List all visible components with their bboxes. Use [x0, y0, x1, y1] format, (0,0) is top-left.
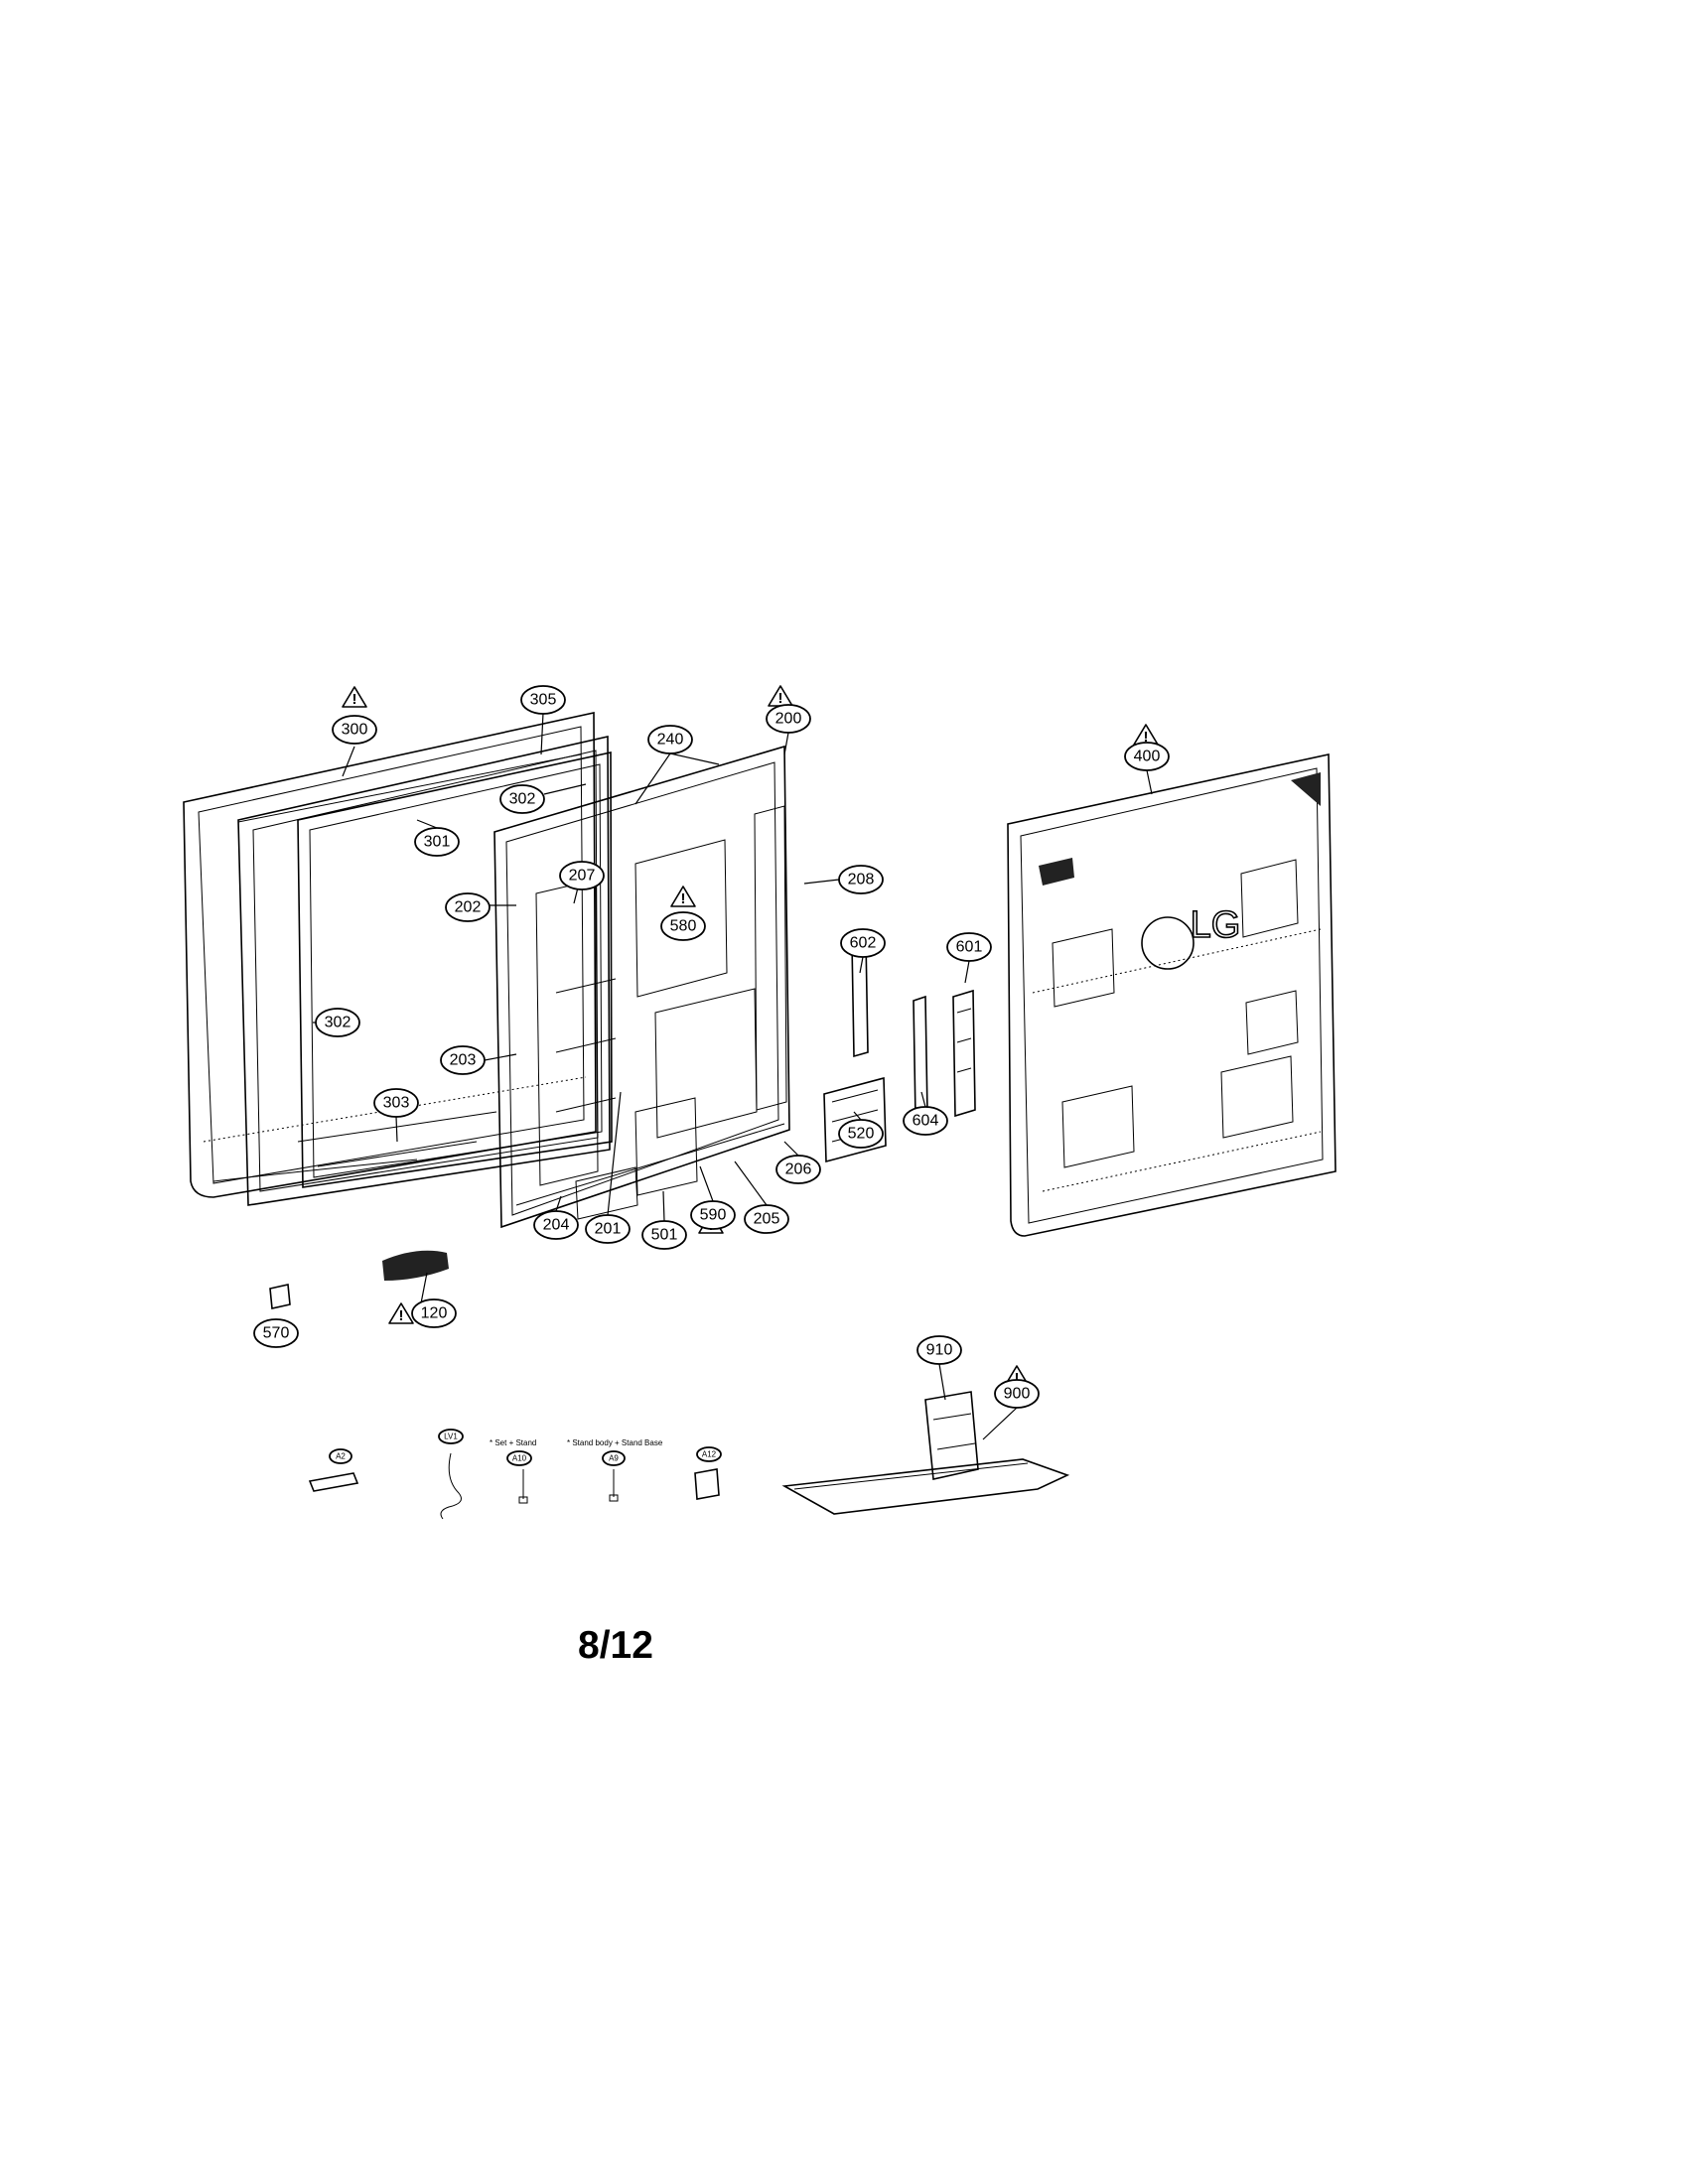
callout-label: 305 [520, 685, 566, 715]
callout-label: 205 [744, 1204, 789, 1234]
lg-logo: LG [1141, 903, 1241, 970]
callout-label: 602 [840, 928, 886, 958]
svg-text:!: ! [1144, 729, 1149, 746]
note-set-stand: * Set + Stand [490, 1438, 536, 1447]
stand-drawing [781, 1391, 1070, 1515]
svg-text:A10: A10 [512, 1454, 527, 1463]
svg-text:!: ! [681, 890, 686, 907]
svg-text:200: 200 [775, 711, 802, 728]
svg-text:206: 206 [785, 1161, 812, 1178]
svg-text:303: 303 [383, 1095, 410, 1112]
callout-label: 580 [660, 911, 706, 941]
callout-label: 302 [315, 1008, 360, 1037]
callout-label: 301 [414, 827, 460, 857]
callout-label: 520 [838, 1119, 884, 1149]
svg-text:300: 300 [342, 722, 368, 739]
callout-label: 604 [903, 1106, 948, 1136]
callout-label: 302 [499, 784, 545, 814]
svg-text:120: 120 [421, 1305, 448, 1322]
warning-icon: ! [342, 686, 367, 708]
callout-label: 601 [946, 932, 992, 962]
note-stand-body: * Stand body + Stand Base [567, 1438, 663, 1447]
callout-label: A9 [602, 1450, 626, 1466]
callout-label: 590 [690, 1200, 736, 1230]
callout-label: 201 [585, 1214, 631, 1244]
panel-frame-drawing [237, 736, 613, 1206]
svg-text:!: ! [352, 691, 357, 708]
callout-label: 501 [641, 1220, 687, 1250]
page-number: 8/12 [578, 1624, 653, 1667]
svg-text:501: 501 [651, 1227, 678, 1244]
callout-label: 203 [440, 1045, 486, 1075]
svg-text:900: 900 [1004, 1386, 1031, 1403]
chassis-drawing [493, 745, 790, 1229]
callout-label: 300 [332, 715, 377, 745]
callout-label: 570 [253, 1318, 299, 1348]
svg-text:203: 203 [450, 1052, 477, 1069]
callout-label: 910 [916, 1335, 962, 1365]
svg-text:A2: A2 [336, 1452, 346, 1461]
svg-text:580: 580 [670, 918, 697, 935]
callout-label: 204 [533, 1210, 579, 1240]
svg-text:601: 601 [956, 939, 983, 956]
svg-text:208: 208 [848, 872, 875, 888]
svg-text:400: 400 [1134, 749, 1161, 765]
callout-label: 202 [445, 892, 491, 922]
svg-text:LV1: LV1 [444, 1433, 458, 1441]
svg-text:!: ! [778, 690, 783, 707]
small-parts-drawing [269, 1250, 449, 1309]
callout-label: 200 [766, 704, 811, 734]
callout-label: 303 [373, 1088, 419, 1118]
accessories-drawing [308, 1452, 720, 1520]
svg-text:570: 570 [263, 1325, 290, 1342]
callout-label: 207 [559, 861, 605, 890]
svg-text:240: 240 [657, 732, 684, 749]
svg-text:207: 207 [569, 868, 596, 885]
callout-label: 206 [775, 1155, 821, 1184]
svg-text:520: 520 [848, 1126, 875, 1143]
callout-label: 900 [994, 1379, 1040, 1409]
warning-icon: ! [670, 886, 696, 907]
callout-label: 400 [1124, 742, 1170, 771]
svg-text:A9: A9 [609, 1454, 619, 1463]
callout-label: A10 [506, 1450, 532, 1466]
svg-text:205: 205 [754, 1211, 780, 1228]
svg-text:305: 305 [530, 692, 557, 709]
back-cover-drawing: LG [1007, 753, 1336, 1237]
svg-text:301: 301 [424, 834, 451, 851]
callout-label: A2 [329, 1448, 352, 1464]
callout-label: LV1 [438, 1429, 464, 1444]
warning-icon: ! [388, 1302, 414, 1324]
svg-text:201: 201 [595, 1221, 622, 1238]
svg-text:!: ! [1015, 1370, 1020, 1387]
callout-label: A12 [696, 1446, 722, 1462]
warning-icon: ! [768, 685, 793, 707]
callout-label: 240 [647, 725, 693, 754]
svg-text:302: 302 [325, 1015, 352, 1031]
svg-text:A12: A12 [702, 1450, 717, 1459]
svg-text:204: 204 [543, 1217, 570, 1234]
svg-text:590: 590 [700, 1207, 727, 1224]
svg-text:604: 604 [913, 1113, 939, 1130]
pcb-boards-drawing [823, 937, 976, 1163]
svg-text:202: 202 [455, 899, 482, 916]
callout-label: 208 [838, 865, 884, 894]
front-cabinet-drawing [183, 712, 597, 1198]
callout-label: 120 [411, 1298, 457, 1328]
svg-text:602: 602 [850, 935, 877, 952]
svg-text:910: 910 [926, 1342, 953, 1359]
svg-text:302: 302 [509, 791, 536, 808]
svg-text:!: ! [399, 1307, 404, 1324]
lg-logo-text: LG [1191, 904, 1241, 946]
